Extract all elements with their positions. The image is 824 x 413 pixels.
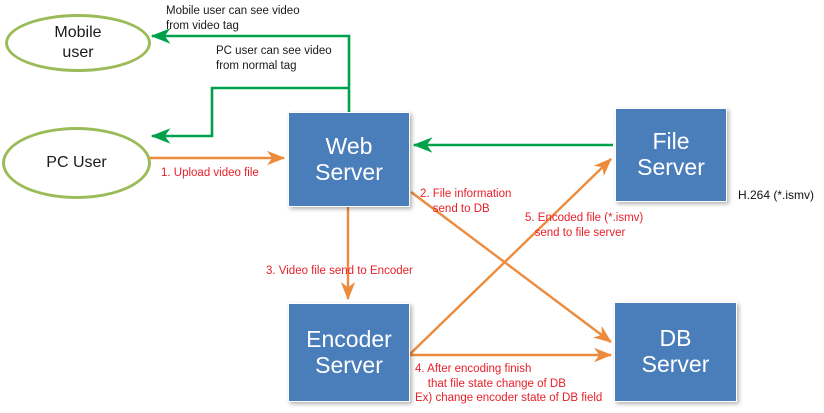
- edge-web-to-mobile: [150, 28, 351, 112]
- label-step2-file-information: 2. File information send to DB: [420, 188, 512, 215]
- node-encoder-server[interactable]: Encoder Server: [288, 303, 410, 402]
- node-file-server[interactable]: File Server: [615, 108, 727, 202]
- label-step5-encoded-file: 5. Encoded file (*.ismv) send to file se…: [525, 212, 644, 239]
- edge-web-to-pcuser: [150, 86, 349, 144]
- edge-web-to-db: [410, 191, 612, 343]
- label-step4-after-encoding-finish: 4. After encoding finish that file state…: [415, 363, 603, 405]
- node-web-server-label: Web Server: [315, 132, 383, 185]
- label-pc-view: PC user can see video from normal tag: [216, 45, 332, 72]
- node-web-server[interactable]: Web Server: [288, 112, 410, 207]
- edge-encoder-to-fileserver: [408, 158, 612, 356]
- label-step1-upload-video-file: 1. Upload video file: [161, 167, 259, 179]
- label-mobile-view: Mobile user can see video from video tag: [166, 5, 300, 32]
- node-pc-user-label: PC User: [46, 154, 107, 171]
- node-mobile-user[interactable]: Mobile user: [5, 14, 151, 72]
- node-pc-user[interactable]: PC User: [2, 127, 151, 199]
- node-encoder-server-label: Encoder Server: [306, 325, 392, 378]
- node-db-server[interactable]: DB Server: [614, 302, 737, 402]
- node-db-server-label: DB Server: [641, 325, 710, 377]
- node-mobile-user-label: Mobile user: [54, 24, 102, 61]
- label-codec-note: H.264 (*.ismv): [738, 188, 815, 202]
- label-step3-video-file-to-encoder: 3. Video file send to Encoder: [266, 265, 413, 277]
- node-file-server-label: File Server: [637, 128, 705, 180]
